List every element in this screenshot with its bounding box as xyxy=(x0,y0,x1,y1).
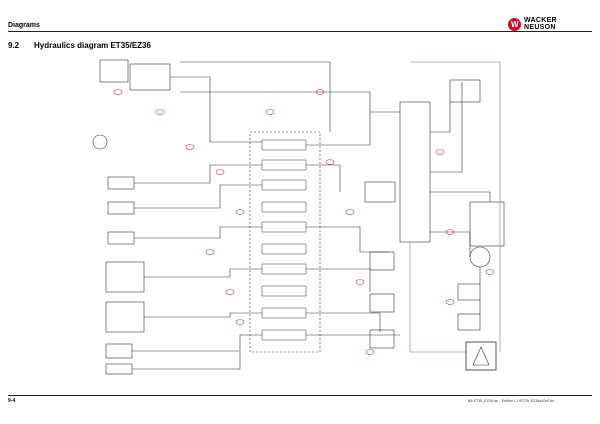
section-number: 9.2 xyxy=(8,41,20,50)
hydraulic-lines xyxy=(92,59,505,375)
brand-name-line2: NEUSON xyxy=(524,24,556,31)
section-title: Hydraulics diagram ET35/EZ36 xyxy=(34,41,151,50)
header-section-label: Diagrams xyxy=(8,22,40,29)
brand-name-line1: WACKER xyxy=(524,17,557,24)
footer-divider xyxy=(8,395,592,396)
pump-supply-line xyxy=(409,61,501,353)
brand-logo: W WACKER NEUSON xyxy=(508,17,594,33)
document-code: BA ET35_EZ36 de – Edition 1.1*ET35_EZ36a… xyxy=(468,399,555,403)
header-divider xyxy=(8,31,592,32)
annotation-markers xyxy=(113,89,495,355)
warning-sign xyxy=(465,341,497,371)
page-number: 9-4 xyxy=(8,398,16,404)
hydraulics-diagram xyxy=(92,59,505,375)
brand-logo-icon: W xyxy=(508,18,521,31)
